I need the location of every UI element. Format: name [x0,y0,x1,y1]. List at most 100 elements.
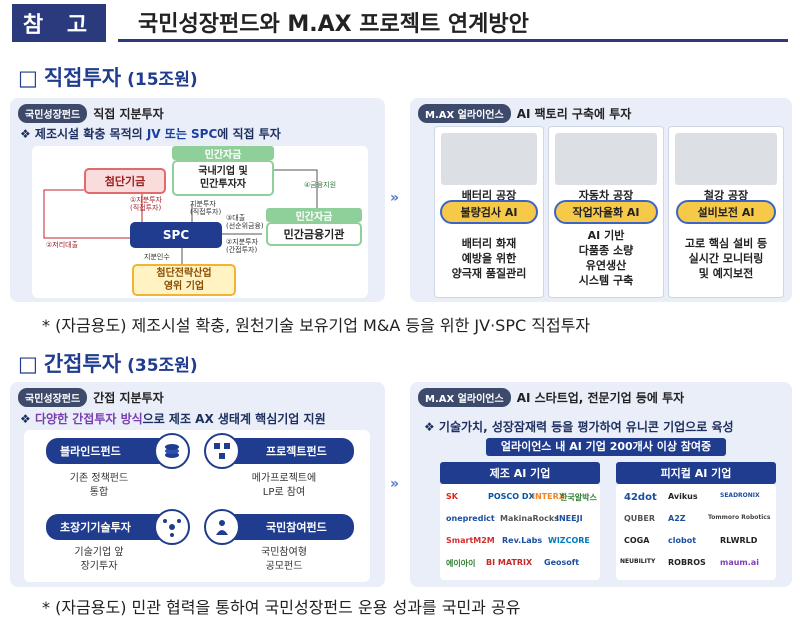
logo-maumai: maum.ai [720,558,759,567]
fund-description: 기술기업 앞 장기투자 [74,547,124,572]
direct-right-panel: M.AX 얼라이언스 AI 팩토리 구축에 투자 배터리 공장 자동차 공장 철… [410,98,792,302]
logo-tommoro: Tommoro Robotics [708,514,771,521]
fund-description: 국민참여형 공모펀드 [261,547,307,572]
panel-subtitle: ❖ 제조시설 확충 목적의 JV 또는 SPC에 직접 투자 [20,125,281,142]
spc-node: SPC [130,222,222,248]
logo-bimatrix: BI MATRIX [486,558,533,567]
section-amount: (15조원) [127,70,198,90]
sub-suffix: 으로 제조 AX 생태계 핵심기업 지원 [142,412,326,426]
direct-left-panel: 국민성장펀드 직접 지분투자 ❖ 제조시설 확충 목적의 JV 또는 SPC에 … [10,98,385,302]
panel-header: M.AX 얼라이언스 AI 팩토리 구축에 투자 [418,104,631,123]
network-icon [154,509,190,545]
label-equity-pref: ①지분투자 (직접투자) [130,196,163,212]
sub-highlight: JV 또는 SPC [146,127,218,141]
ai-description: 고로 핵심 설비 등 실시간 모니터링 및 예지보전 [684,237,768,280]
logo-smartm2m: SmartM2M [446,536,495,545]
section-heading: 간접투자 [43,352,122,376]
alliance-label: M.AX 얼라이언스 [418,388,511,407]
logo-neubility: NEUBILITY [620,558,656,565]
logo-wizcore: WIZCORE [548,536,590,545]
panel-heading: 간접 지분투자 [93,391,164,405]
logo-interx: INTERX [532,492,565,501]
coins-icon [154,433,190,469]
page-title: 국민성장펀드와 M.AX 프로젝트 연계방안 [118,4,788,42]
logo-a2z: A2Z [668,514,686,523]
panel-header: 국민성장펀드 직접 지분투자 [18,104,164,123]
advanced-fund-node: 첨단기금 [84,168,166,194]
indirect-note: * (자금용도) 민관 협력을 통하여 국민성장펀드 운용 성과를 국민과 공유 [42,598,521,617]
industry-company-node: 첨단전략산업 영위 기업 [132,264,236,296]
card-caption: 철강 공장 [703,189,749,202]
label-acquire: 지분인수 [144,253,170,261]
logo-revlabs: Rev.Labs [502,536,543,545]
header-tag: 참 고 [12,4,106,42]
column-header-manufacturing: 제조 AI 기업 [440,462,600,484]
private-capital-tag: 민간자금 [172,146,274,161]
card-caption: 배터리 공장 [461,189,517,202]
alliance-label: M.AX 얼라이언스 [418,104,511,123]
ai-description: 배터리 화재 예방을 위한 양극재 품질관리 [451,237,527,280]
section-box-icon: □ [18,352,38,376]
chevron-right-icon: » [390,190,400,206]
panel-header: 국민성장펀드 간접 지분투자 [18,388,164,407]
logo-avikus: Avikus [668,492,698,501]
logo-quber: QUBER [624,514,656,523]
direct-note: * (자금용도) 제조시설 확충, 원천기술 보유기업 M&A 등을 위한 JV… [42,316,591,335]
sub-highlight: 다양한 간접투자 방식 [34,412,143,426]
private-finance-node: 민간금융기관 [266,222,362,246]
ai-pill: 설비보전 AI [676,200,776,224]
panel-heading: AI 스타트업, 전문기업 등에 투자 [516,391,685,405]
people-icon [204,509,240,545]
logo-kr: 한국알박스 [560,493,597,502]
panel-heading: 직접 지분투자 [93,107,164,121]
label-loan: ③대출 (선순위금융) [226,214,264,230]
column-header-physical: 피지컬 AI 기업 [616,462,776,484]
label-equity-indirect: ②지분투자 (간접투자) [226,238,259,254]
card-caption: 자동차 공장 [578,189,634,202]
logo-seadronix: SEADRONIX [720,492,760,499]
logo-ai: 에이아이 [446,559,476,568]
ai-description: AI 기반 다품종 소량 유연생산 시스템 구축 [578,229,634,287]
logo-grid-manufacturing: SK POSCO DX INTERX 한국알박스 onepredict Maki… [440,484,600,580]
cubes-icon [204,433,240,469]
indirect-left-panel: 국민성장펀드 간접 지분투자 ❖ 다양한 간접투자 방식으로 제조 AX 생태계… [10,382,385,587]
section-title-indirect: □ 간접투자 (35조원) [18,348,198,378]
logo-grid-physical: 42dot Avikus SEADRONIX QUBER A2Z Tommoro… [616,484,776,580]
logo-robros: ROBROS [668,558,706,567]
logo-posco: POSCO DX [488,492,535,501]
logo-rlwrld: RLWRLD [720,536,758,545]
fund-types-diagram: 블라인드펀드 기존 정책펀드 통합 프로젝트펀드 메가프로젝트에 LP로 참여 … [24,430,370,582]
logo-ineeji: INEEJI [556,514,583,523]
section-box-icon: □ [18,66,38,90]
logo-clobot: clobot [668,536,697,545]
private-capital-tag-2: 민간자금 [266,208,362,223]
fund-label: 국민성장펀드 [18,104,88,123]
fund-label: 국민성장펀드 [18,388,88,407]
panel-header: M.AX 얼라이언스 AI 스타트업, 전문기업 등에 투자 [418,388,684,407]
logo-coga: COGA [624,536,650,545]
chevron-right-icon: » [390,476,400,492]
panel-heading: AI 팩토리 구축에 투자 [516,107,632,121]
logo-onepredict: onepredict [446,514,495,523]
battery-factory-image [441,133,537,185]
sub-prefix: ❖ [20,412,35,426]
section-heading: 직접투자 [43,66,122,90]
section-amount: (35조원) [127,356,198,376]
panel-subtitle: ❖ 다양한 간접투자 방식으로 제조 AX 생태계 핵심기업 지원 [20,410,326,427]
auto-factory-image [555,133,657,185]
sub-suffix: 에 직접 투자 [217,127,281,141]
sub-prefix: ❖ 제조시설 확충 목적의 [20,127,147,141]
alliance-banner: 얼라이언스 내 AI 기업 200개사 이상 참여중 [486,438,726,456]
label-finance: ④금융지원 [304,181,337,189]
label-low-loan: ②저리대출 [46,241,79,249]
steel-factory-image [675,133,777,185]
logo-makinarocks: MakinaRocks [500,514,559,523]
logo-42dot: 42dot [624,492,657,503]
structure-diagram: 민간자금 국내기업 및 민간투자자 첨단기금 SPC 민간자금 민간금융기관 첨… [32,146,368,298]
domestic-investors-node: 국내기업 및 민간투자자 [172,160,274,196]
ai-pill: 작업자율화 AI [554,200,658,224]
panel-subtitle: ❖ 기술가치, 성장잠재력 등을 평가하여 유니콘 기업으로 육성 [424,420,734,434]
logo-geosoft: Geosoft [544,558,580,567]
logo-sk: SK [446,492,458,501]
section-title-direct: □ 직접투자 (15조원) [18,62,198,92]
